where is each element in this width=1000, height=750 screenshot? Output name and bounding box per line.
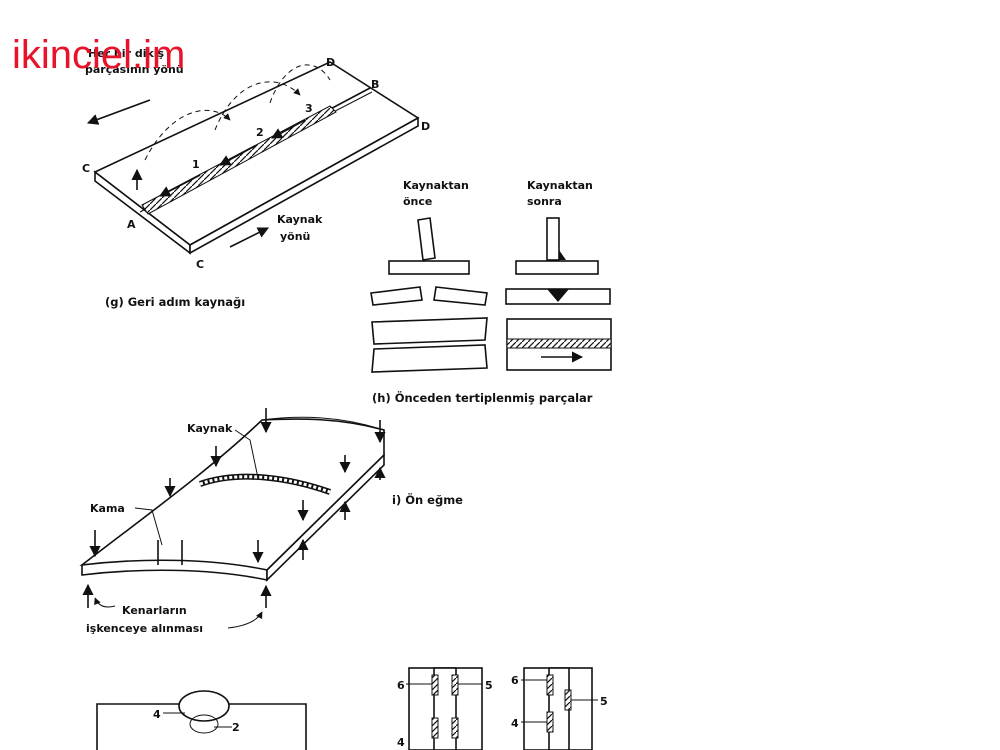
after-label: sonra (527, 195, 562, 208)
figure-caption-h: (h) Önceden tertiplenmiş parçalar (372, 390, 593, 405)
segment-arrow (159, 174, 201, 197)
fig-bottom-left (96, 690, 307, 750)
watermark-text: ikinciel.im (12, 33, 185, 77)
segment-arrow (219, 145, 256, 166)
jump-arc (269, 64, 331, 104)
segment-arrow (271, 119, 306, 139)
segment-number: 2 (256, 126, 264, 139)
corner-label: D (326, 56, 335, 69)
before-label: Kaynaktan (403, 179, 469, 192)
fig-i-plate (79, 408, 386, 629)
wedge-label: Kama (90, 502, 125, 515)
clamp-label: işkenceye alınması (86, 622, 203, 635)
part-number: 4 (153, 708, 161, 721)
jump-arc (214, 81, 301, 131)
segment-direction-label: Her bir dikiş (88, 47, 165, 60)
before-label: önce (403, 195, 432, 208)
after-label: Kaynaktan (527, 179, 593, 192)
segment-number: 3 (305, 102, 313, 115)
weld-label: Kaynak (187, 422, 233, 435)
figure-caption-g: (g) Geri adım kaynağı (105, 295, 245, 309)
part-number: 2 (232, 721, 240, 734)
weld-bead (141, 105, 337, 215)
fig-h-before (370, 217, 488, 373)
part-number: 5 (485, 679, 493, 692)
part-number: 5 (600, 695, 608, 708)
weld-direction-label: yönü (280, 230, 310, 243)
jump-arc (144, 109, 231, 161)
corner-label: A (127, 218, 136, 231)
part-number: 4 (397, 736, 405, 749)
fig-g-plate (86, 61, 420, 255)
figure-caption-i: i) Ön eğme (392, 492, 463, 507)
corner-label: C (82, 162, 90, 175)
segment-number: 1 (192, 158, 200, 171)
segment-direction-label: parçasının yönü (85, 63, 184, 76)
corner-label: D (421, 120, 430, 133)
fig-bottom-right (406, 667, 598, 750)
weld-direction-arrow (229, 227, 270, 248)
part-number: 4 (511, 717, 519, 730)
part-number: 6 (511, 674, 519, 687)
corner-label: B (371, 78, 379, 91)
clamp-label: Kenarların (122, 604, 187, 617)
weld-direction-label: Kaynak (277, 213, 323, 226)
part-number: 6 (397, 679, 405, 692)
segment-direction-arrow (86, 99, 151, 125)
corner-label: C (196, 258, 204, 271)
fig-h-after (505, 217, 612, 371)
